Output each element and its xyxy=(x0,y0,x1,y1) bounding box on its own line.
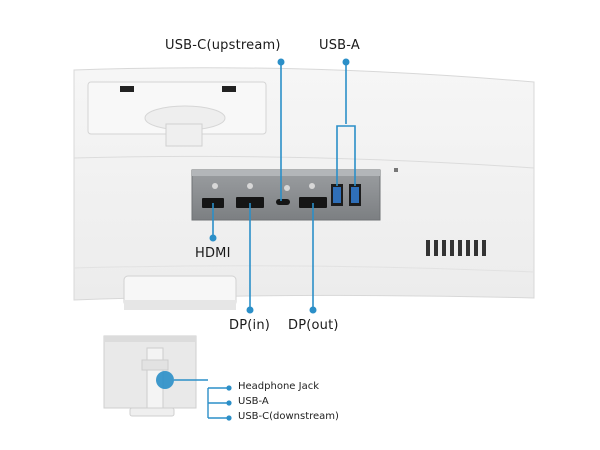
inset-label-usbc-downstream: USB-C(downstream) xyxy=(238,411,339,422)
port-bay xyxy=(191,169,381,221)
dp-out-port xyxy=(299,197,327,208)
inset-callout-dots xyxy=(226,385,232,421)
inset-callout-lines xyxy=(174,379,228,419)
inset-monitor-thumbnail xyxy=(103,335,197,417)
inset-port-highlight xyxy=(156,371,174,389)
callout-lines xyxy=(212,62,356,310)
dp-in-port xyxy=(236,197,264,208)
inset-label-headphone-jack: Headphone Jack xyxy=(238,381,319,392)
usbc-upstream-port xyxy=(276,199,290,205)
label-usbc-upstream: USB-C(upstream) xyxy=(165,38,281,53)
label-usb-a: USB-A xyxy=(319,38,360,53)
vent-grille xyxy=(426,240,486,256)
callout-dots xyxy=(209,58,350,314)
label-dp-out: DP(out) xyxy=(288,318,339,333)
label-hdmi: HDMI xyxy=(195,246,231,261)
label-dp-in: DP(in) xyxy=(229,318,271,333)
inset-label-usb-a: USB-A xyxy=(238,396,269,407)
